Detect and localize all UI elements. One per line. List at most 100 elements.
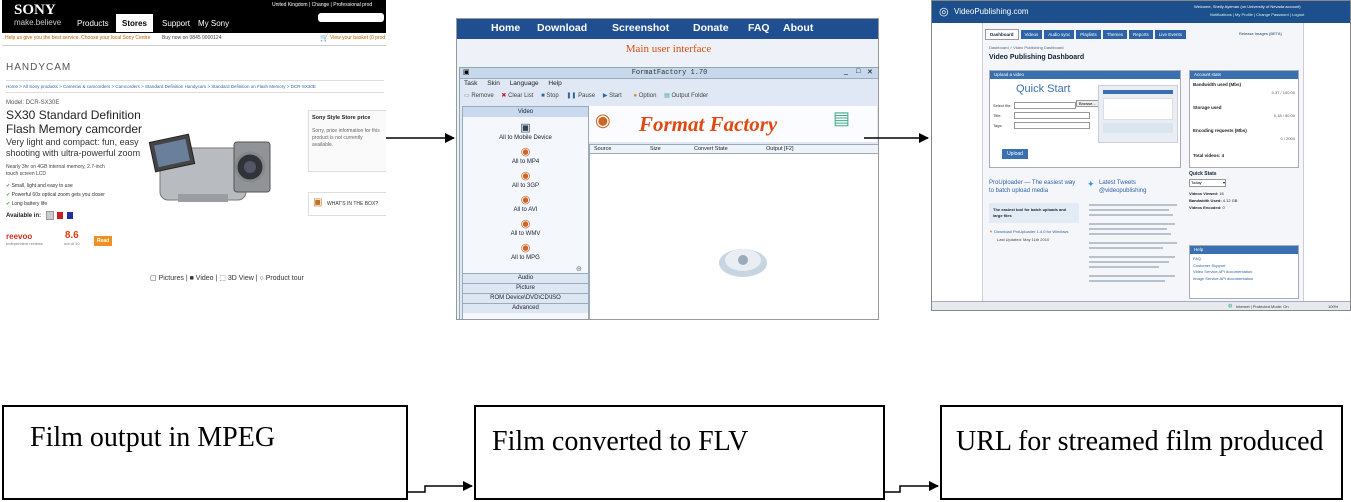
ff-nav-faq[interactable]: FAQ <box>748 22 770 34</box>
sony-desc: Nearly 3hr on 4GB internal memory, 2.7-i… <box>6 164 105 177</box>
tab-audio-sync[interactable]: Audio sync <box>1044 30 1075 39</box>
sony-nav-support[interactable]: Support <box>162 19 191 28</box>
sony-model: Model: DCR-SX30E <box>6 100 60 106</box>
col-convert-state[interactable]: Convert State <box>694 146 728 152</box>
tweet-line <box>1089 261 1169 263</box>
download-row[interactable]: ▼ Download ProUploader 1.4.0 for Windows <box>989 229 1069 234</box>
color-swatch-blue[interactable] <box>67 212 74 219</box>
pause-button[interactable]: Pause <box>578 93 596 99</box>
ff-nav-about[interactable]: About <box>783 22 814 34</box>
minimize-icon[interactable]: _ <box>844 68 848 75</box>
period-select[interactable]: Today▾ <box>1189 179 1226 187</box>
col-output[interactable]: Output [F2] <box>766 146 794 152</box>
tab-dashboard[interactable]: Dashboard <box>985 29 1019 40</box>
basket-icon[interactable]: 🛒 <box>320 35 329 42</box>
tab-themes[interactable]: Themes <box>1102 30 1127 39</box>
3d-view-link[interactable]: 3D View <box>227 275 254 282</box>
tab-live-events[interactable]: Live Events <box>1154 30 1187 39</box>
section-advanced[interactable]: Advanced <box>463 303 588 313</box>
tweets-title[interactable]: Latest Tweets @videopublishing <box>1099 180 1147 194</box>
tab-videos[interactable]: Videos <box>1020 30 1043 39</box>
ff-nav-donate[interactable]: Donate <box>693 22 729 34</box>
zoom-level[interactable]: 100% <box>1328 304 1339 309</box>
col-size[interactable]: Size <box>650 146 661 152</box>
menu-help[interactable]: Help <box>548 80 562 87</box>
tweet-line <box>1089 280 1165 282</box>
section-audio[interactable]: Audio <box>463 273 588 283</box>
sidebar-header-video[interactable]: Video <box>463 107 588 117</box>
col-source[interactable]: Source <box>594 146 612 152</box>
sony-logo: SONY <box>14 2 56 18</box>
ff-menubar: Task Skin Language Help <box>464 80 562 87</box>
start-button[interactable]: Start <box>609 93 622 99</box>
whats-in-box[interactable]: ▣ WHAT'S IN THE BOX? <box>308 192 386 216</box>
3d-view-icon: ⬚ <box>219 275 226 282</box>
pause-icon: ❚❚ <box>566 93 577 99</box>
tab-reports[interactable]: Reports <box>1129 30 1153 39</box>
avi-icon: ◉ <box>520 194 531 206</box>
vp-breadcrumb[interactable]: Dashboard > Video Publishing Dashboard <box>989 45 1064 50</box>
remove-button[interactable]: Remove <box>471 93 494 99</box>
sidebar-item-avi[interactable]: ◉All to AVI <box>463 193 588 217</box>
help-link-support[interactable]: Customer Support <box>1193 262 1226 268</box>
ff-nav-home[interactable]: Home <box>491 22 521 34</box>
sony-nav-products[interactable]: Products <box>77 19 109 28</box>
product-tour-link[interactable]: Product tour <box>265 275 304 282</box>
maximize-icon[interactable]: □ <box>856 68 861 75</box>
ff-nav-screenshot[interactable]: Screenshot <box>612 22 670 34</box>
video-link[interactable]: Video <box>195 275 214 282</box>
read-reviews-button[interactable]: Read <box>94 236 113 246</box>
tags-input[interactable] <box>1014 122 1090 129</box>
sony-nav-stores[interactable]: Stores <box>116 14 153 32</box>
sidebar-item-mp4[interactable]: ◉All to MP4 <box>463 145 588 169</box>
sidebar-item-3gp[interactable]: ◉All to 3GP <box>463 169 588 193</box>
sidebar-item-mobile[interactable]: ▣All to Mobile Device <box>463 121 588 145</box>
sony-help-text[interactable]: Help us give you the best service. Choos… <box>5 35 151 41</box>
output-folder-button[interactable]: Output Folder <box>671 93 709 99</box>
scroll-down-icon[interactable]: ⊝ <box>576 266 582 273</box>
clear-list-button[interactable]: Clear List <box>508 93 534 99</box>
sony-region[interactable]: United Kingdom | Change | Professional p… <box>272 2 373 8</box>
close-icon[interactable]: ✕ <box>867 69 873 76</box>
sidebar-item-wmv[interactable]: ◉All to WMV <box>463 217 588 241</box>
section-picture[interactable]: Picture <box>463 283 588 293</box>
tweet-line <box>1089 223 1175 225</box>
title-input[interactable] <box>1014 112 1090 119</box>
media-icons-right: ▤ <box>833 108 851 128</box>
sony-breadcrumb[interactable]: Home > All Sony products > Cameras & cam… <box>6 80 384 93</box>
sony-search-input[interactable] <box>318 13 384 22</box>
box-icon: ▣ <box>313 197 323 208</box>
pictures-link[interactable]: Pictures <box>158 275 184 282</box>
reevoo-logo[interactable]: reevoo Independent reviews <box>6 232 43 246</box>
color-swatch-silver[interactable] <box>45 211 54 220</box>
color-swatch-red[interactable] <box>57 212 64 219</box>
option-button[interactable]: Option <box>638 93 657 99</box>
select-file-label: Select file: <box>993 103 1012 108</box>
sony-media-links: ▢ Pictures | ■ Video | ⬚ 3D View | ○ Pro… <box>150 275 304 282</box>
uploader-title[interactable]: ProUploader — The easiest way to batch u… <box>989 180 1076 194</box>
menu-task[interactable]: Task <box>464 80 478 87</box>
menu-language[interactable]: Language <box>509 80 539 87</box>
help-link-video-api[interactable]: Video Service API documentation <box>1193 269 1253 274</box>
sony-nav-mysony[interactable]: My Sony <box>198 19 230 28</box>
wmv-icon: ◉ <box>520 218 531 230</box>
sidebar-item-mpg[interactable]: ◉All to MPG <box>463 241 588 265</box>
vp-logo[interactable]: VideoPublishing.com <box>954 7 1029 16</box>
help-link-faq[interactable]: FAQ <box>1193 256 1202 261</box>
stop-button[interactable]: Stop <box>546 93 559 99</box>
upload-button[interactable]: Upload <box>1002 149 1028 159</box>
ff-nav-download[interactable]: Download <box>537 22 588 34</box>
vp-account-links[interactable]: Notifications | My Profile | Change Pass… <box>1210 12 1305 17</box>
arrow-box2-to-box3 <box>885 481 939 493</box>
score-sub: out of 10 <box>64 241 80 246</box>
file-input[interactable] <box>1014 102 1076 109</box>
subtitle-line-2: shooting with ultra-powerful zoom <box>6 148 141 158</box>
quick-stat-row: Bandwidth Used: 4.12 GB <box>1189 198 1238 203</box>
help-link-image-api[interactable]: Image Service API documentation <box>1193 275 1254 281</box>
sony-basket[interactable]: View your basket (0 prod <box>330 35 386 41</box>
store-price-title[interactable]: Sony Style Store price <box>312 115 371 121</box>
tab-playlists[interactable]: Playlists <box>1076 30 1101 39</box>
section-rom-device[interactable]: ROM Device\DVD\CD\ISO <box>463 293 588 303</box>
menu-skin[interactable]: Skin <box>487 80 500 87</box>
vp-release-link[interactable]: Release Images (BETA) <box>1239 31 1282 36</box>
